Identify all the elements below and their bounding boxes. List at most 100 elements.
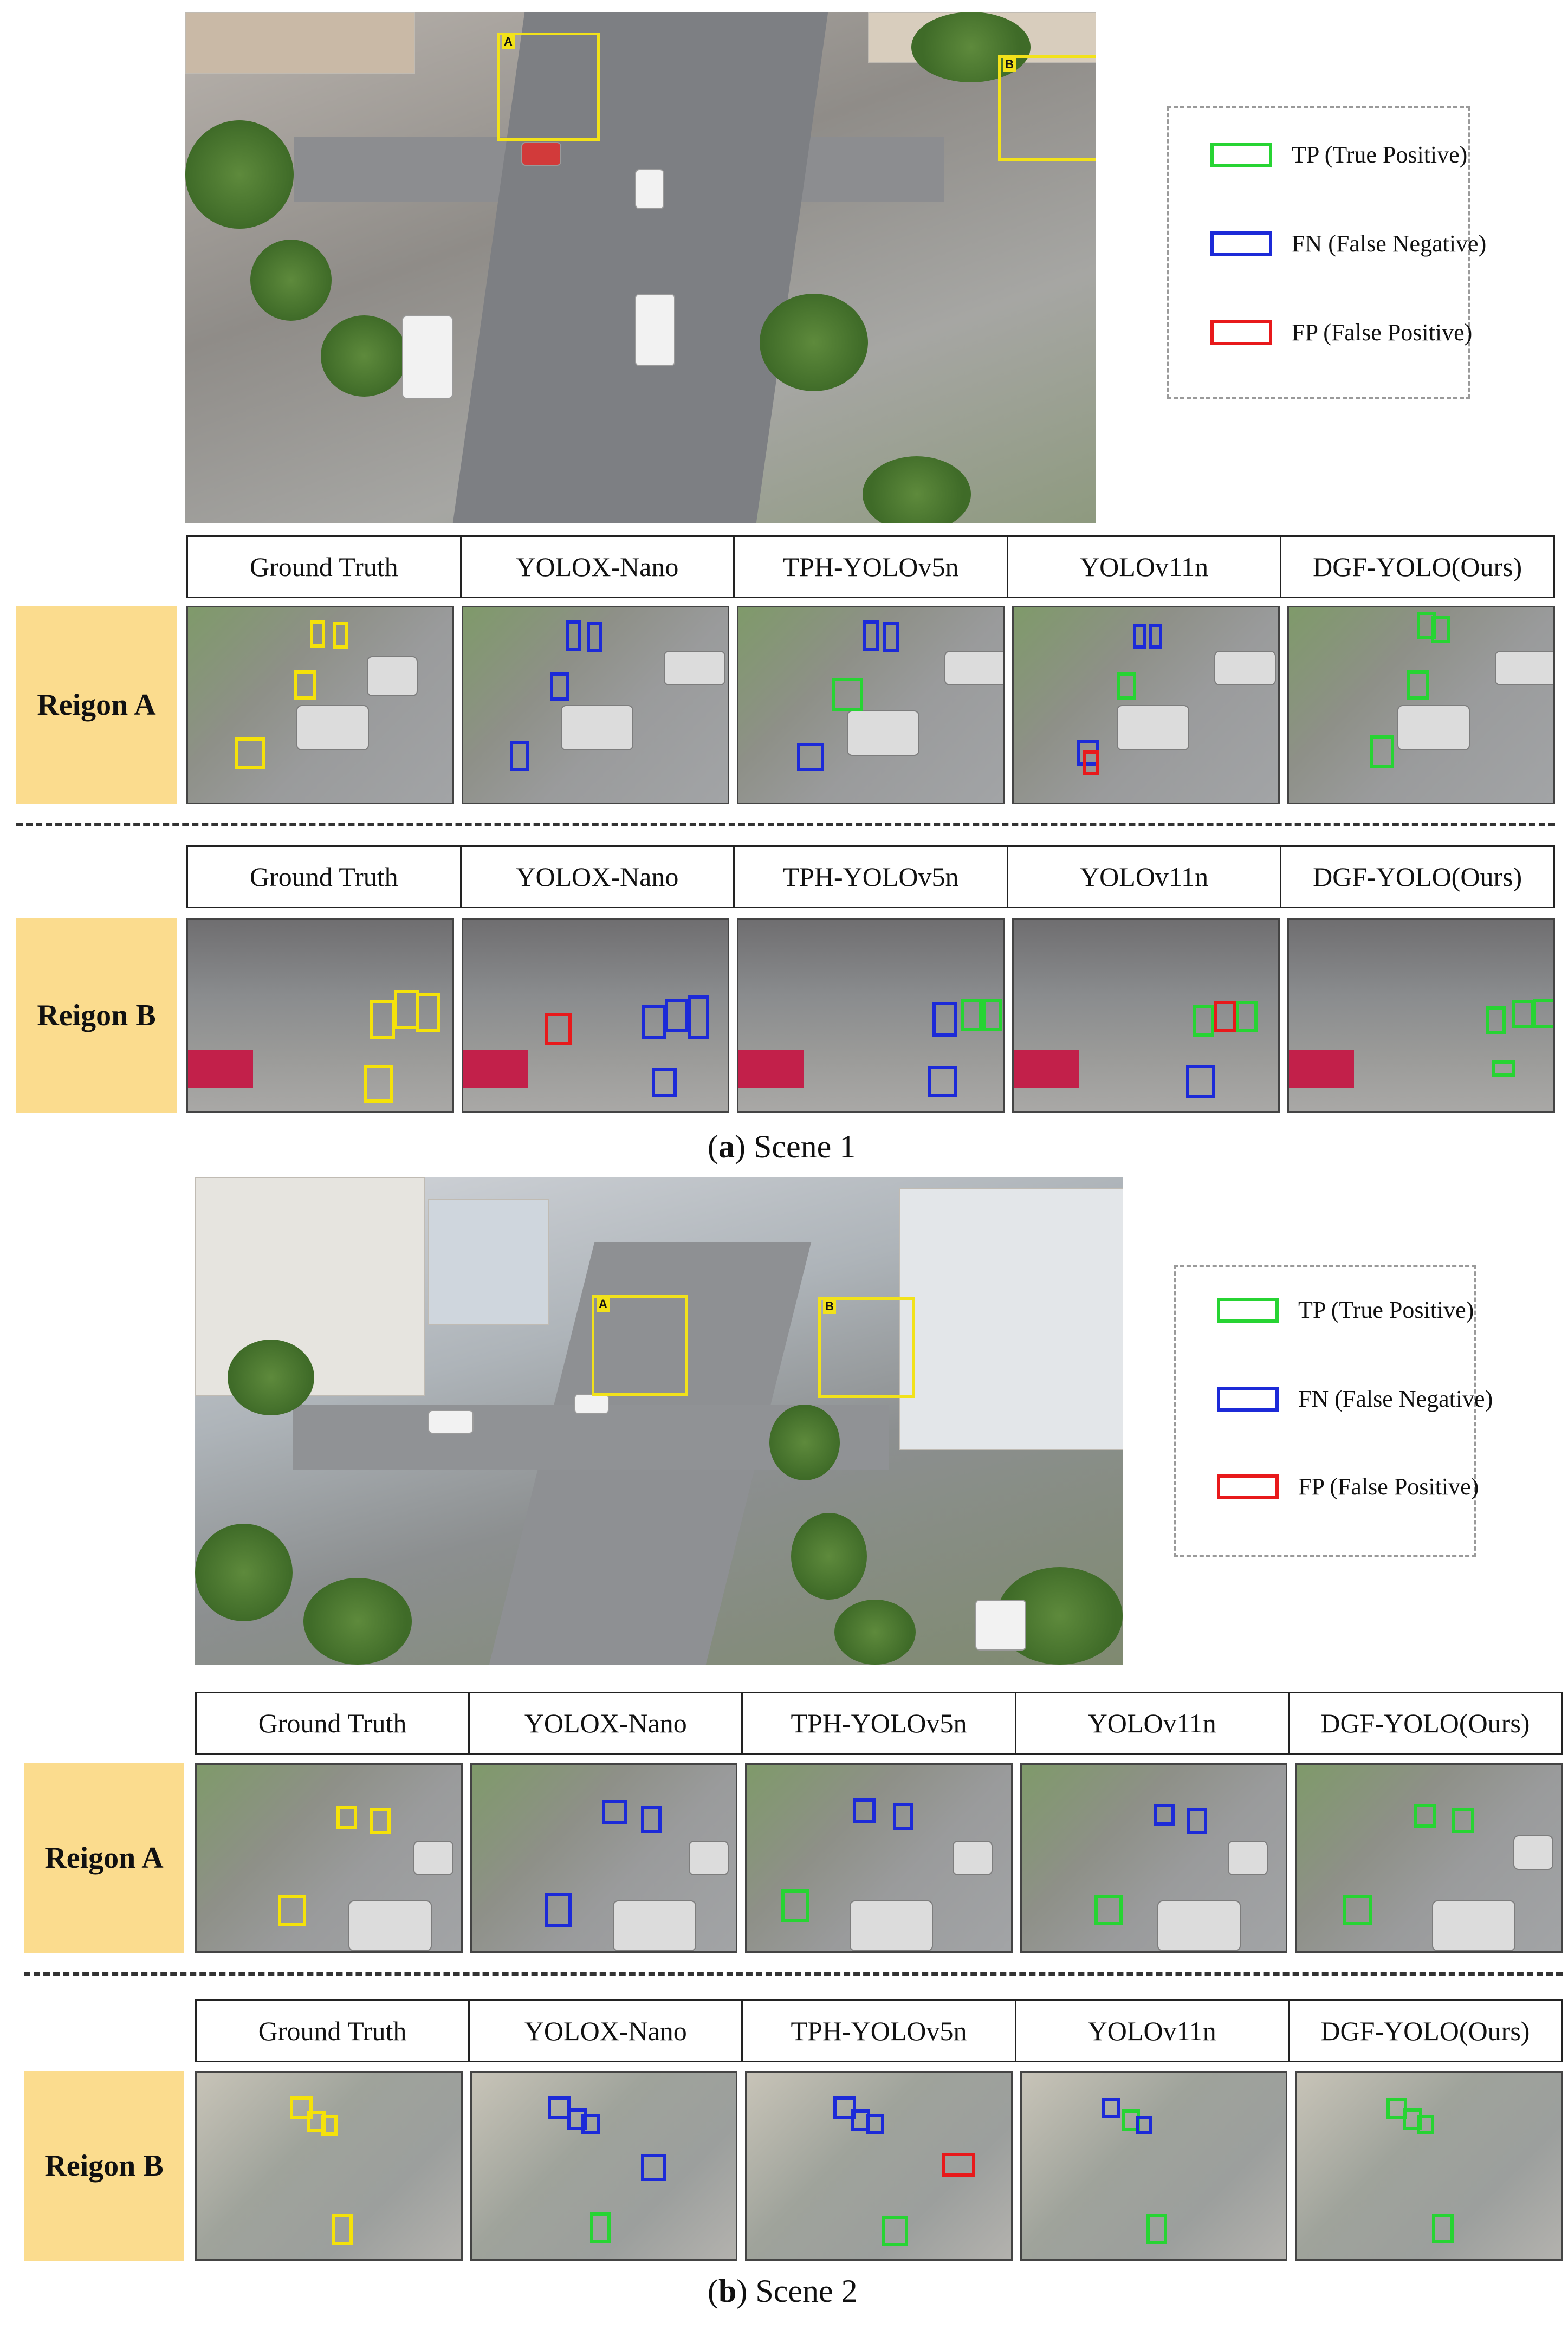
section-divider <box>16 823 1555 826</box>
scene2-region-a-header: Ground Truth YOLOX-Nano TPH-YOLOv5n YOLO… <box>195 1692 1563 1755</box>
legend-item-fn: FN (False Negative) <box>1217 1385 1493 1413</box>
fn-box <box>544 1893 572 1927</box>
column-header: DGF-YOLO(Ours) <box>1280 847 1553 907</box>
caption-letter: b <box>718 2273 737 2309</box>
gt-box <box>416 993 440 1032</box>
fn-box <box>853 1798 876 1823</box>
tp-box <box>1370 735 1394 768</box>
legend-item-fn: FN (False Negative) <box>1210 230 1486 257</box>
region-a-tag: A <box>597 1297 610 1312</box>
tp-box <box>1146 2214 1167 2244</box>
tp-box <box>1512 1000 1534 1028</box>
fn-box <box>893 1803 914 1830</box>
legend-label: FP (False Positive) <box>1292 319 1473 346</box>
legend-label: FP (False Positive) <box>1298 1473 1479 1500</box>
gt-box <box>235 737 265 769</box>
scene1-region-b-header: Ground Truth YOLOX-Nano TPH-YOLOv5n YOLO… <box>186 845 1555 908</box>
fn-box <box>510 741 529 771</box>
gt-box <box>333 622 348 649</box>
tp-box <box>1432 2214 1454 2243</box>
column-header: Ground Truth <box>258 1708 407 1738</box>
column-header: TPH-YOLOv5n <box>741 1693 1014 1753</box>
tp-box <box>1117 672 1136 700</box>
fp-box <box>942 2153 976 2177</box>
crop-yolov11n <box>1020 1763 1288 1953</box>
crop-ground-truth <box>195 2071 463 2261</box>
scene1-region-b-crops <box>186 918 1555 1113</box>
gt-box <box>310 620 325 648</box>
region-b-tag: B <box>1003 57 1016 72</box>
scene1-region-a-label: Reigon A <box>16 606 177 804</box>
crop-yolov11n <box>1012 606 1280 804</box>
fn-box <box>1133 624 1146 649</box>
crop-ground-truth <box>195 1763 463 1953</box>
tp-box <box>1533 999 1553 1028</box>
column-header: Ground Truth <box>249 862 398 892</box>
crop-dgf-yolo <box>1295 1763 1563 1953</box>
gt-box <box>290 2096 313 2119</box>
column-header: YOLOv11n <box>1006 537 1280 597</box>
tp-swatch-icon <box>1217 1297 1279 1323</box>
fn-box <box>547 2096 571 2119</box>
column-header: Ground Truth <box>258 2016 407 2046</box>
crop-yolox-nano <box>462 918 729 1113</box>
legend-label: TP (True Positive) <box>1298 1297 1474 1323</box>
caption-open: ( <box>708 2273 718 2309</box>
fn-box <box>883 622 899 652</box>
fn-box <box>642 1005 666 1039</box>
scene1-aerial-image: A B <box>185 12 1096 523</box>
fn-box <box>1135 2116 1152 2134</box>
scene2-region-b-header: Ground Truth YOLOX-Nano TPH-YOLOv5n YOLO… <box>195 1999 1563 2062</box>
column-header: YOLOv11n <box>1014 2001 1288 2061</box>
gt-box <box>370 1000 395 1039</box>
fp-swatch-icon <box>1210 320 1272 345</box>
fn-box <box>932 1002 957 1037</box>
fn-box <box>665 999 689 1032</box>
crop-dgf-yolo <box>1287 918 1555 1113</box>
crop-yolov11n <box>1020 2071 1288 2261</box>
crop-dgf-yolo <box>1287 606 1555 804</box>
column-header: TPH-YOLOv5n <box>741 2001 1014 2061</box>
fn-box <box>863 620 879 651</box>
section-divider <box>24 1972 1563 1976</box>
legend-item-tp: TP (True Positive) <box>1217 1296 1474 1324</box>
tp-box <box>1431 616 1450 643</box>
scene1-region-b-label: Reigon B <box>16 918 177 1113</box>
fp-swatch-icon <box>1217 1474 1279 1499</box>
gt-box <box>278 1895 306 1926</box>
crop-dgf-yolo <box>1295 2071 1563 2261</box>
gt-box <box>364 1065 393 1103</box>
crop-tph-yolov5n <box>737 606 1005 804</box>
fn-swatch-icon <box>1210 231 1272 256</box>
crop-tph-yolov5n <box>737 918 1005 1113</box>
scene1-caption: (a) Scene 1 <box>708 1128 856 1166</box>
fp-box <box>545 1013 572 1045</box>
tp-box <box>1417 2115 1435 2134</box>
crop-ground-truth <box>186 918 454 1113</box>
fn-box <box>1102 2098 1120 2118</box>
column-header: YOLOX-Nano <box>468 1693 741 1753</box>
fn-swatch-icon <box>1217 1386 1279 1412</box>
tp-swatch-icon <box>1210 142 1272 167</box>
caption-open: ( <box>708 1129 718 1164</box>
fn-box <box>601 1800 627 1824</box>
column-header: YOLOv11n <box>1014 1693 1288 1753</box>
scene2-region-a-crops <box>195 1763 1563 1953</box>
column-header: YOLOX-Nano <box>459 537 734 597</box>
tp-box <box>1486 1006 1506 1034</box>
fn-box <box>928 1066 957 1097</box>
caption-text: ) Scene 2 <box>736 2273 858 2309</box>
column-header: YOLOv11n <box>1006 847 1280 907</box>
column-header: TPH-YOLOv5n <box>733 537 1007 597</box>
gt-box <box>336 1806 357 1829</box>
fn-box <box>550 672 569 701</box>
fn-box <box>652 1068 677 1097</box>
fn-box <box>640 2154 666 2181</box>
tp-box <box>832 678 863 711</box>
tp-box <box>1236 1001 1258 1032</box>
tp-box <box>1452 1808 1475 1833</box>
fn-box <box>1186 1808 1207 1834</box>
tp-box <box>1492 1060 1515 1077</box>
fn-box <box>587 622 602 652</box>
region-a-tag: A <box>502 34 515 49</box>
